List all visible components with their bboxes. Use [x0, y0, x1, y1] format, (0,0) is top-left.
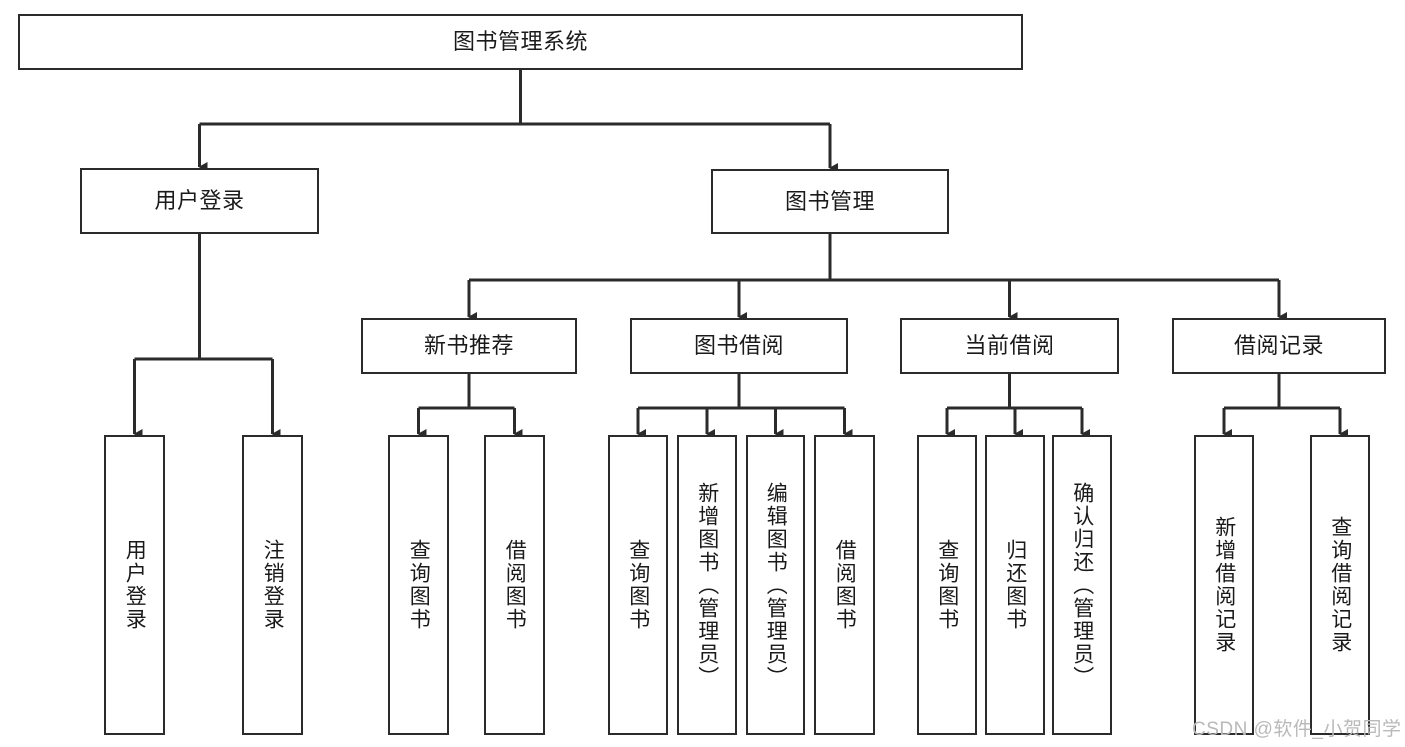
node-leaf-user-login[interactable]: 用户登录 — [104, 435, 165, 735]
node-label: 用户登录 — [154, 188, 245, 214]
node-leaf-cur-query[interactable]: 查询图书 — [917, 435, 977, 735]
node-newbook[interactable]: 新书推荐 — [361, 318, 577, 374]
node-leaf-bw-add[interactable]: 新增图书（管理员） — [677, 435, 737, 735]
node-leaf-cur-confirm[interactable]: 确认归还（管理员） — [1052, 435, 1112, 735]
node-current[interactable]: 当前借阅 — [900, 318, 1119, 374]
node-leaf-rec-add[interactable]: 新增借阅记录 — [1194, 435, 1254, 735]
node-label: 编辑图书（管理员） — [764, 481, 788, 689]
node-label: 确认归还（管理员） — [1070, 481, 1094, 689]
node-label: 查询图书 — [935, 539, 959, 631]
node-label: 借阅图书 — [503, 539, 527, 631]
node-label: 图书管理 — [784, 188, 875, 214]
node-label: 借阅图书 — [833, 539, 857, 631]
node-label: 新增图书（管理员） — [695, 481, 719, 689]
node-label: 图书借阅 — [693, 333, 784, 359]
node-label: 新书推荐 — [423, 333, 514, 359]
node-label: 归还图书 — [1003, 539, 1027, 631]
node-records[interactable]: 借阅记录 — [1172, 318, 1386, 374]
node-root[interactable]: 图书管理系统 — [18, 14, 1023, 70]
node-leaf-nb-borrow[interactable]: 借阅图书 — [484, 435, 545, 735]
node-bookmgmt[interactable]: 图书管理 — [711, 169, 949, 234]
node-label: 新增借阅记录 — [1212, 516, 1236, 654]
node-label: 查询图书 — [407, 539, 431, 631]
node-leaf-cur-return[interactable]: 归还图书 — [985, 435, 1045, 735]
node-label: 查询图书 — [626, 539, 650, 631]
node-label: 借阅记录 — [1233, 333, 1324, 359]
node-login[interactable]: 用户登录 — [80, 168, 319, 234]
node-leaf-user-logout[interactable]: 注销登录 — [242, 435, 303, 735]
node-leaf-bw-query[interactable]: 查询图书 — [608, 435, 668, 735]
node-borrow[interactable]: 图书借阅 — [630, 318, 848, 374]
node-label: 当前借阅 — [964, 333, 1055, 359]
node-label: 注销登录 — [261, 539, 285, 631]
node-label: 用户登录 — [123, 539, 147, 631]
node-leaf-bw-edit[interactable]: 编辑图书（管理员） — [746, 435, 805, 735]
node-label: 图书管理系统 — [452, 29, 588, 55]
node-leaf-nb-query[interactable]: 查询图书 — [388, 435, 449, 735]
node-leaf-rec-query[interactable]: 查询借阅记录 — [1310, 435, 1370, 735]
node-leaf-bw-borrow[interactable]: 借阅图书 — [814, 435, 875, 735]
node-label: 查询借阅记录 — [1328, 516, 1352, 654]
